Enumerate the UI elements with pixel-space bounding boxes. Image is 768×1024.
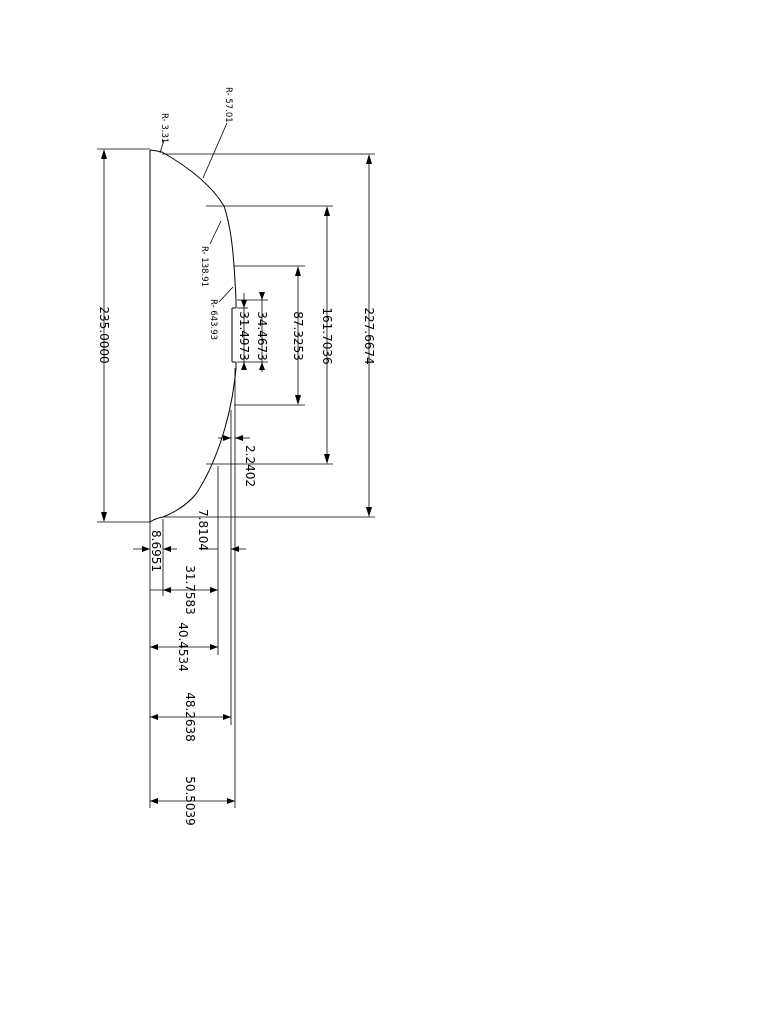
radius-leaders [159, 122, 234, 303]
dim-width-3: 48.2638 [183, 692, 197, 742]
dim-step-b: 31.4973 [237, 311, 251, 361]
dim-right-inner: 87.3253 [291, 311, 305, 361]
dim-right-outer: 227.6674 [362, 307, 376, 364]
dim-right-mid: 161.7036 [320, 307, 334, 364]
dim-base-step: 8.6951 [149, 530, 163, 572]
dimension-labels: 235.0000 227.6674 161.7036 87.3253 34.46… [97, 306, 376, 825]
radius-label-r57: R- 57.01 [223, 87, 233, 123]
radius-label-r138: R- 138.91 [199, 246, 209, 287]
dim-small-offset: 2.2402 [243, 445, 257, 487]
dim-width-1: 31.7583 [183, 565, 197, 615]
dimension-lines [101, 149, 372, 804]
radius-label-r643: R- 643.93 [208, 299, 218, 340]
extension-lines [97, 148, 375, 808]
dim-total-height: 235.0000 [97, 306, 111, 363]
radius-label-r3: R- 3.31 [159, 113, 169, 143]
dim-small-x: 7.8104 [196, 509, 210, 551]
dim-width-4: 50.5039 [183, 776, 197, 826]
profile-outline [149, 149, 237, 523]
dim-width-2: 40.4534 [176, 622, 190, 672]
dim-step-a: 34.4673 [255, 311, 269, 361]
